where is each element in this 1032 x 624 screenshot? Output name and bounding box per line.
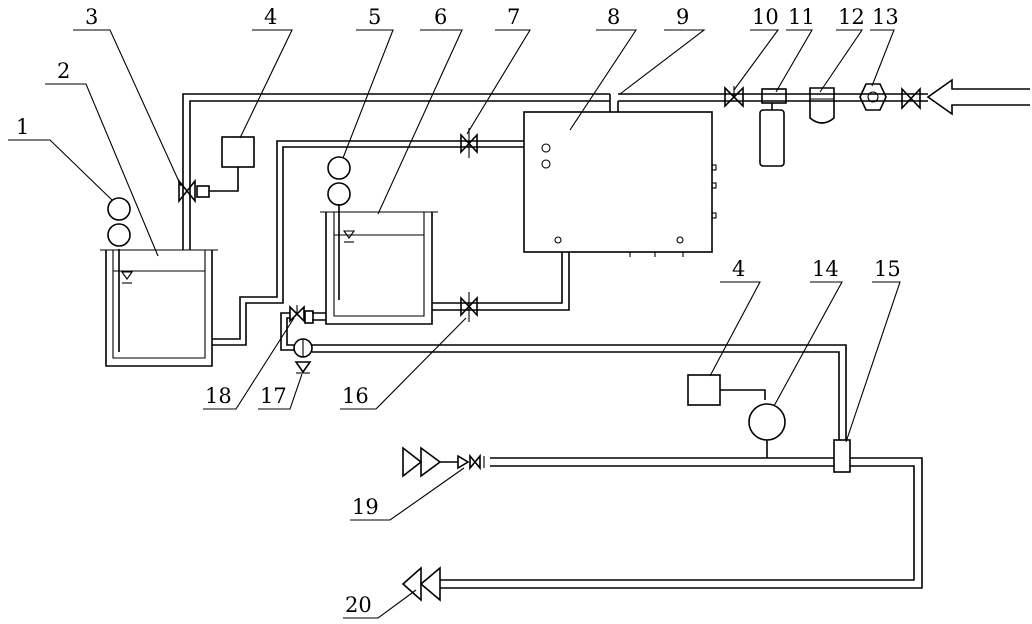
valve-3: [178, 167, 239, 204]
label-1: 1: [16, 115, 29, 139]
valve-10: [724, 86, 744, 108]
pipe-tank6-outlet: [304, 310, 326, 324]
valve-16: [460, 292, 478, 322]
label-16: 16: [342, 384, 369, 408]
pipe-to-mixer-15: [312, 344, 847, 440]
label-14: 14: [812, 257, 839, 281]
valve-7: [460, 128, 478, 158]
label-8: 8: [607, 5, 620, 29]
pipe-unit8-to-tank6: [432, 252, 570, 311]
leader-lines: [8, 29, 901, 619]
mixer-15: [833, 439, 851, 473]
label-17: 17: [260, 384, 287, 408]
label-6: 6: [434, 5, 447, 29]
pump-1: [107, 197, 131, 247]
label-7: 7: [507, 5, 520, 29]
pump-17: [293, 338, 313, 374]
main-unit-8: [523, 111, 717, 257]
label-18: 18: [205, 384, 232, 408]
inlet-arrow: [926, 78, 1030, 116]
pump-5: [327, 156, 351, 206]
label-3: 3: [85, 5, 98, 29]
tank-2: [100, 249, 218, 367]
label-2: 2: [57, 59, 70, 83]
outlet-20: [401, 566, 441, 602]
part-labels: 1 2 3 4 5 6 7 8 9 10 11 12 13 4 14 15 18…: [16, 5, 901, 617]
controller-4-bottom: [687, 374, 766, 406]
label-4-top: 4: [264, 5, 277, 29]
label-19: 19: [352, 495, 379, 519]
top-supply-pipe: [182, 93, 928, 250]
pipe-loop-18-17: [280, 312, 294, 351]
label-13: 13: [872, 5, 899, 29]
pipe-unit8-to-tank2: [212, 140, 524, 346]
valve-18: [289, 305, 305, 323]
valve-19: [440, 453, 485, 471]
label-4-bottom: 4: [732, 257, 745, 281]
pressure-reducer-13: [859, 83, 887, 111]
label-12: 12: [838, 5, 865, 29]
pump-14: [748, 403, 786, 458]
outlet-19: [402, 446, 442, 478]
controller-4-top: [221, 136, 255, 168]
tank-6: [320, 204, 438, 325]
filter-12: [809, 87, 835, 124]
filter-11: [759, 88, 787, 167]
lower-pipe: [440, 457, 923, 589]
label-10: 10: [752, 5, 779, 29]
label-20: 20: [345, 593, 372, 617]
label-5: 5: [368, 5, 381, 29]
label-9: 9: [676, 5, 689, 29]
valve-inlet: [901, 86, 921, 111]
label-15: 15: [874, 257, 901, 281]
label-11: 11: [788, 5, 815, 29]
